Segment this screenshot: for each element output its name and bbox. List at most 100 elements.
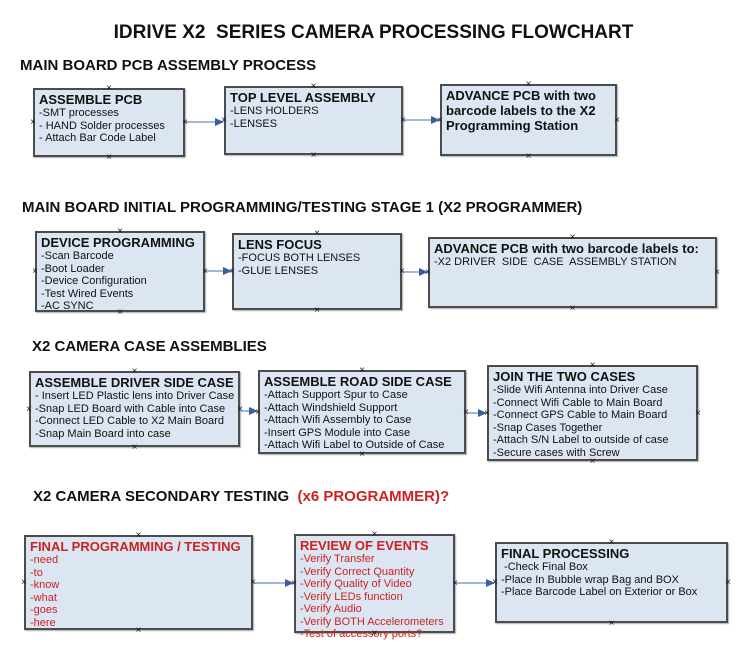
box-step-text: -Device Configuration <box>41 275 147 287</box>
section-heading: X2 CAMERA CASE ASSEMBLIES <box>32 338 267 355</box>
section-heading: MAIN BOARD PCB ASSEMBLY PROCESS <box>20 57 316 74</box>
box-step-text: -Check Final Box <box>501 561 588 573</box>
box-step-text: -Snap Cases Together <box>493 421 603 434</box>
connector-arrow[interactable] <box>402 267 428 277</box>
flow-box-join-the-two-cases[interactable]: JOIN THE TWO CASES-Slide Wifi Antenna in… <box>487 365 698 461</box>
section-heading-text: MAIN BOARD PCB ASSEMBLY PROCESS <box>20 57 317 74</box>
box-title: ASSEMBLE ROAD SIDE CASE <box>264 374 452 389</box>
box-title: FINAL PROGRAMMING / TESTING <box>30 539 241 554</box>
section-heading: MAIN BOARD INITIAL PROGRAMMING/TESTING S… <box>22 199 582 216</box>
connector-line <box>455 582 487 584</box>
box-title: REVIEW OF EVENTS <box>300 538 429 553</box>
box-step-text: -Secure cases with Screw <box>493 446 620 459</box>
flow-box-advance-pcb-with-two-barcode-labels-to[interactable]: ADVANCE PCB with two barcode labels to:-… <box>428 237 717 308</box>
flow-box-top-level-assembly[interactable]: TOP LEVEL ASSEMBLY-LENS HOLDERS-LENSES <box>224 86 403 155</box>
box-step-text: -here <box>30 616 56 629</box>
flow-box-device-programming[interactable]: DEVICE PROGRAMMING-Scan Barcode-Boot Loa… <box>35 231 205 312</box>
flow-box-lens-focus[interactable]: LENS FOCUS-FOCUS BOTH LENSES-GLUE LENSES <box>232 233 402 310</box>
box-step-text: -SMT processes <box>39 107 119 119</box>
section-heading: X2 CAMERA SECONDARY TESTING (x6 PROGRAMM… <box>33 488 449 505</box>
connector-line <box>240 410 250 412</box>
flow-box-assemble-pcb[interactable]: ASSEMBLE PCB-SMT processes- HAND Solder … <box>33 88 185 157</box>
connector-arrow[interactable] <box>403 115 440 125</box>
box-title: ASSEMBLE PCB <box>39 92 143 107</box>
arrowhead-icon <box>215 117 224 126</box>
box-step-text: -LENSES <box>230 117 278 130</box>
box-title: ADVANCE PCB with two barcode labels to: <box>434 241 699 256</box>
box-step-text: -Attach Wifi Label to Outside of Case <box>264 439 445 451</box>
box-step-text: - Attach Bar Code Label <box>39 132 156 144</box>
box-step-text: -AC SYNC <box>41 300 94 312</box>
section-heading-text: MAIN BOARD INITIAL PROGRAMMING/TESTING S… <box>22 199 583 216</box>
box-step-text: -X2 DRIVER SIDE CASE ASSEMBLY STATION <box>434 256 677 268</box>
box-title: FINAL PROCESSING <box>501 546 630 561</box>
connector-arrow[interactable] <box>466 408 487 418</box>
flow-box-advance-pcb-with-two-barcode-labels-to-t[interactable]: ADVANCE PCB with two barcode labels to t… <box>440 84 617 156</box>
connector-line <box>185 121 216 123</box>
box-step-text: -Connect LED Cable to X2 Main Board <box>35 415 224 427</box>
box-title: LENS FOCUS <box>238 237 322 252</box>
box-step-text: -Verify Transfer <box>300 553 375 565</box>
flow-box-final-processing[interactable]: FINAL PROCESSING -Check Final Box-Place … <box>495 542 728 623</box>
box-title: ADVANCE PCB with two barcode labels to t… <box>446 88 596 133</box>
box-step-text: -Slide Wifi Antenna into Driver Case <box>493 384 668 396</box>
arrowhead-icon <box>285 578 294 587</box>
arrowhead-icon <box>249 406 258 415</box>
box-step-text: -Place In Bubble wrap Bag and BOX <box>501 573 679 586</box>
box-step-text: -Snap LED Board with Cable into Case <box>35 402 226 415</box>
box-step-text: -Boot Loader <box>41 262 105 275</box>
box-step-text: -FOCUS BOTH LENSES <box>238 252 361 264</box>
box-step-text: -Attach S/N Label to outside of case <box>493 434 669 446</box>
connector-line <box>205 270 224 272</box>
box-step-text: -Snap Main Board into case <box>35 427 171 440</box>
box-title: DEVICE PROGRAMMING <box>41 235 195 250</box>
box-step-text: -goes <box>30 604 58 616</box>
box-step-text: -to <box>30 566 43 579</box>
box-step-text: -Attach Wifi Assembly to Case <box>264 414 412 426</box>
arrowhead-icon <box>419 267 428 276</box>
connector-arrow[interactable] <box>253 578 294 588</box>
section-heading-text: X2 CAMERA SECONDARY TESTING <box>33 488 298 505</box>
connector-arrow[interactable] <box>240 406 258 416</box>
arrowhead-icon <box>431 115 440 124</box>
section-heading-text: (x6 PROGRAMMER)? <box>297 488 450 505</box>
connector-arrow[interactable] <box>185 117 224 127</box>
connector-line <box>403 119 432 121</box>
flow-box-final-programming-testing[interactable]: FINAL PROGRAMMING / TESTING-need-to-know… <box>24 535 253 630</box>
box-title: JOIN THE TWO CASES <box>493 369 636 384</box>
box-step-text: -GLUE LENSES <box>238 264 319 277</box>
box-step-text: -Verify LEDs function <box>300 590 403 603</box>
box-step-text: -know <box>30 579 60 591</box>
arrowhead-icon <box>486 578 495 587</box>
box-step-text: -Connect GPS Cable to Main Board <box>493 409 668 421</box>
box-step-text: - Insert LED Plastic lens into Driver Ca… <box>35 390 235 402</box>
connector-arrow[interactable] <box>455 578 495 588</box>
arrowhead-icon <box>223 266 232 275</box>
box-step-text: -Test of accessory ports? <box>300 628 423 640</box>
box-step-text: -what <box>30 591 57 604</box>
flow-box-assemble-driver-side-case[interactable]: ASSEMBLE DRIVER SIDE CASE- Insert LED Pl… <box>29 371 240 447</box>
box-step-text: -Test Wired Events <box>41 287 134 300</box>
box-step-text: -Insert GPS Module into Case <box>264 426 411 439</box>
connector-line <box>402 271 420 273</box>
box-step-text: -Verify Correct Quantity <box>300 565 415 578</box>
connector-line <box>466 412 479 414</box>
box-step-text: -need <box>30 554 59 566</box>
box-step-text: -Attach Windshield Support <box>264 401 398 414</box>
flow-box-review-of-events[interactable]: REVIEW OF EVENTS-Verify Transfer-Verify … <box>294 534 455 640</box>
connector-arrow[interactable] <box>205 266 232 276</box>
box-step-text: -Place Barcode Label on Exterior or Box <box>501 586 698 598</box>
box-title: TOP LEVEL ASSEMBLY <box>230 90 376 105</box>
flow-box-assemble-road-side-case[interactable]: ASSEMBLE ROAD SIDE CASE-Attach Support S… <box>258 370 466 454</box>
box-step-text: -Attach Support Spur to Case <box>264 389 408 401</box>
page-title: IDRIVE X2 SERIES CAMERA PROCESSING FLOWC… <box>113 22 634 43</box>
box-step-text: -LENS HOLDERS <box>230 105 319 117</box>
box-step-text: -Verify Audio <box>300 603 362 615</box>
arrowhead-icon <box>478 408 487 417</box>
box-step-text: -Verify BOTH Accelerometers <box>300 615 444 628</box>
box-title: ASSEMBLE DRIVER SIDE CASE <box>35 375 234 390</box>
box-step-text: -Connect Wifi Cable to Main Board <box>493 396 663 409</box>
connector-line <box>253 582 286 584</box>
box-step-text: - HAND Solder processes <box>39 119 165 132</box>
